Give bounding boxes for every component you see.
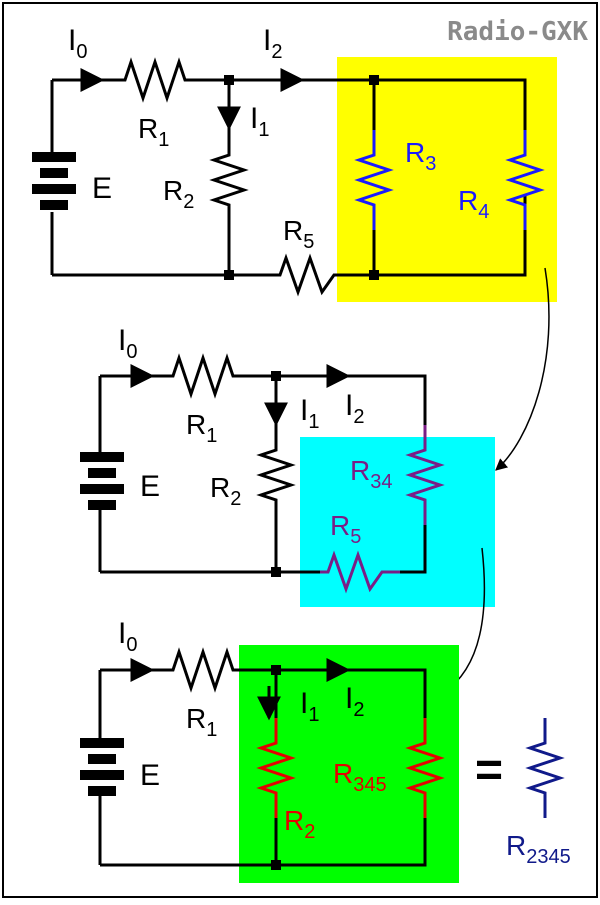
battery-label-1: E [92, 172, 112, 205]
battery-1 [32, 80, 76, 275]
node-1d [369, 270, 379, 280]
cyan-highlight-box [300, 437, 495, 607]
label-i0-1: I0 [68, 24, 87, 63]
label-i1-2: I1 [300, 394, 319, 433]
label-r2-2: R2 [210, 472, 241, 510]
circuit-3: E I0 I1 I2 R1 R2 R345 [80, 617, 459, 883]
label-i2-1: I2 [263, 24, 282, 63]
battery-label-2: E [140, 470, 160, 503]
resistor-r4 [505, 130, 545, 230]
circuit-1: E I0 I2 I1 R1 R2 R3 R4 R5 [32, 24, 557, 302]
resistor-r2345 [525, 718, 565, 818]
label-r4: R4 [458, 185, 489, 223]
resistor-r2-3 [256, 718, 296, 818]
label-r2-3: R2 [284, 805, 315, 843]
circuit-2: E I0 I1 I2 R1 R2 R34 R5 [80, 324, 495, 607]
label-r2345: R2345 [506, 830, 571, 868]
node-1c [224, 270, 234, 280]
label-r3: R3 [405, 137, 436, 175]
label-i0-3: I0 [118, 617, 137, 656]
label-r1-1: R1 [138, 113, 169, 151]
battery-2 [80, 376, 124, 572]
label-i1-1: I1 [250, 102, 269, 141]
resistor-r2-2 [256, 376, 296, 572]
resistor-r5 [270, 253, 340, 297]
label-r5-1: R5 [283, 215, 314, 253]
watermark-text: Radio-GXK [447, 17, 588, 47]
resistor-r3 [354, 130, 394, 230]
node-3b [271, 860, 281, 870]
node-1b [369, 75, 379, 85]
equals-sign: = [475, 744, 503, 797]
label-r345: R345 [333, 758, 387, 796]
label-r34: R34 [350, 455, 392, 493]
label-r2-1: R2 [163, 175, 194, 213]
node-1a [224, 75, 234, 85]
battery-3 [80, 670, 124, 865]
resistor-r2-1 [209, 80, 249, 275]
node-2b [271, 567, 281, 577]
label-r5-2: R5 [330, 510, 361, 548]
node-3a [271, 665, 281, 675]
label-i1-3: I1 [300, 687, 319, 726]
resistor-r5-2 [320, 550, 400, 594]
label-r1-3: R1 [186, 703, 217, 741]
battery-label-3: E [140, 759, 160, 792]
node-2a [271, 371, 281, 381]
label-i2-3: I2 [345, 682, 364, 721]
resistor-r345 [405, 718, 445, 818]
resistor-r34 [405, 425, 445, 525]
label-i2-2: I2 [345, 389, 364, 428]
label-r1-2: R1 [186, 409, 217, 447]
equivalent-resistor: = R2345 [475, 718, 571, 868]
label-i0-2: I0 [118, 324, 137, 363]
transform-arrow-1 [495, 267, 550, 471]
